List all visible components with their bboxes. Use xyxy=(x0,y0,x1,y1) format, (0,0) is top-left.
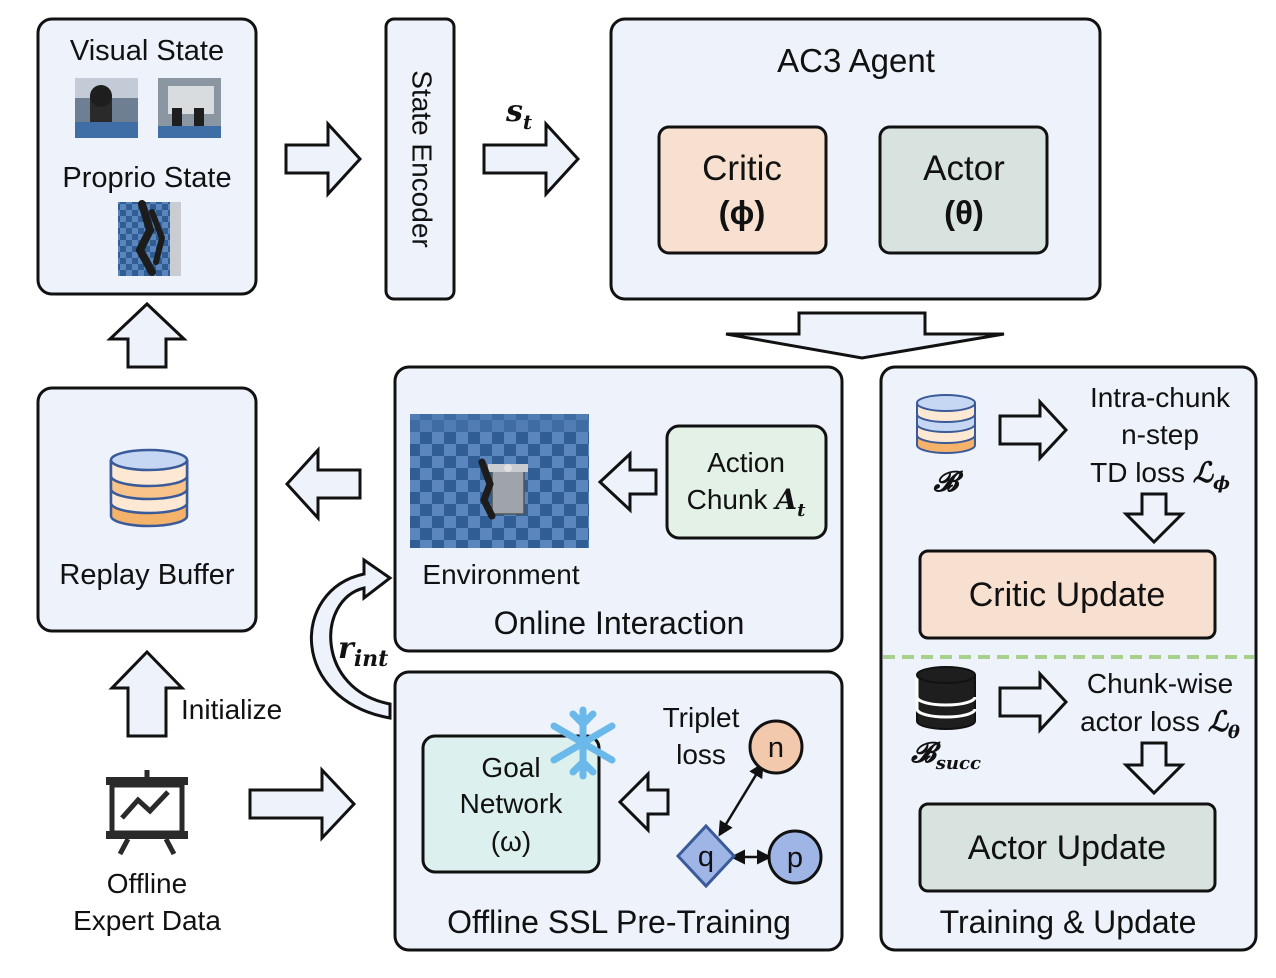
environment-image xyxy=(410,414,589,548)
action-chunk-line1: Action xyxy=(707,447,785,478)
reward-symbol: rint xyxy=(338,631,388,672)
loss1-line2: n-step xyxy=(1121,419,1199,450)
actor-param: (θ) xyxy=(944,194,984,231)
visual-state-image-2 xyxy=(158,78,221,138)
arrow-succ-to-loss2 xyxy=(998,670,1069,734)
training-update-panel: 𝓑 Intra-chunk n-step TD loss ℒϕ Critic U… xyxy=(879,365,1258,952)
replay-buffer-label: Replay Buffer xyxy=(59,559,235,591)
arrow-buffer-to-loss1 xyxy=(998,398,1069,462)
svg-text:n: n xyxy=(768,732,784,764)
buffer-db-icon xyxy=(916,394,976,454)
arrow-loss1-to-critic xyxy=(1122,492,1186,545)
triplet-line1: Triplet xyxy=(663,702,740,733)
presentation-chart-icon xyxy=(106,770,188,856)
svg-text:q: q xyxy=(698,841,714,873)
goal-network-line1: Goal xyxy=(481,752,540,783)
offline-ssl-panel: Goal Network (ω) Triplet loss n q p xyxy=(393,670,844,952)
triplet-link-nq xyxy=(718,762,764,837)
arrow-online-to-replay xyxy=(284,446,362,522)
critic-param: (ϕ) xyxy=(719,194,766,231)
arrow-triplet-to-goal xyxy=(617,770,670,834)
arrow-initialize xyxy=(108,649,186,738)
reward-arrow xyxy=(309,557,393,720)
online-interaction-panel: Environment Action Chunk At Online Inter… xyxy=(393,365,844,653)
offline-data-line2: Expert Data xyxy=(73,905,221,936)
critic-box: Critic (ϕ) xyxy=(657,125,828,255)
triplet-line2: loss xyxy=(676,739,726,770)
node-p: p xyxy=(767,829,823,885)
online-interaction-title: Online Interaction xyxy=(494,605,745,641)
critic-update-box: Critic Update xyxy=(918,549,1217,640)
agent-title: AC3 Agent xyxy=(777,42,935,79)
state-encoder: State Encoder xyxy=(384,17,456,301)
initialize-label: Initialize xyxy=(181,694,282,725)
visual-state-title: Visual State xyxy=(70,35,224,67)
visual-state-image-1 xyxy=(75,78,138,138)
proprio-state-title: Proprio State xyxy=(62,162,231,194)
arrow-agent-down xyxy=(725,311,1005,360)
loss2-line1: Chunk-wise xyxy=(1087,668,1233,699)
offline-data-line1: Offline xyxy=(107,868,187,899)
state-encoder-label: State Encoder xyxy=(407,70,438,247)
arrow-encoder-to-agent xyxy=(482,120,581,198)
actor-box: Actor (θ) xyxy=(878,125,1049,255)
arrow-action-to-env xyxy=(597,450,658,514)
arrow-loss2-to-actor xyxy=(1122,741,1186,796)
svg-text:p: p xyxy=(787,842,803,874)
action-chunk-box: Action Chunk At xyxy=(665,424,828,540)
loss2-line2: actor loss ℒθ xyxy=(1080,705,1240,743)
arrow-replay-to-state xyxy=(106,301,188,369)
success-buffer-icon xyxy=(915,666,977,730)
action-chunk-line2: Chunk At xyxy=(687,483,806,521)
state-symbol: st xyxy=(505,94,533,134)
critic-update-label: Critic Update xyxy=(969,576,1166,614)
environment-label: Environment xyxy=(422,559,579,590)
arrow-offline-to-ssl xyxy=(248,766,357,842)
actor-update-box: Actor Update xyxy=(918,802,1217,893)
replay-buffer-panel: Replay Buffer xyxy=(36,386,258,633)
goal-network-param: (ω) xyxy=(491,826,532,857)
proprio-state-image xyxy=(118,200,181,276)
goal-network-box: Goal Network (ω) xyxy=(421,734,601,874)
state-panel: Visual State Proprio State xyxy=(36,17,258,296)
critic-name: Critic xyxy=(702,149,782,188)
node-q: q xyxy=(675,823,737,889)
arrow-state-to-encoder xyxy=(284,120,363,198)
goal-network-line2: Network xyxy=(460,788,564,819)
training-update-title: Training & Update xyxy=(940,904,1197,940)
snowflake-icon xyxy=(550,706,616,780)
actor-name: Actor xyxy=(923,149,1005,188)
loss1-line3: TD loss ℒϕ xyxy=(1090,456,1230,494)
loss1-line1: Intra-chunk xyxy=(1090,382,1231,413)
node-n: n xyxy=(748,719,804,775)
ac3-agent-panel: AC3 Agent Critic (ϕ) Actor (θ) xyxy=(609,17,1102,301)
actor-update-label: Actor Update xyxy=(968,829,1166,867)
offline-ssl-title: Offline SSL Pre-Training xyxy=(447,904,791,940)
database-icon xyxy=(109,448,189,528)
